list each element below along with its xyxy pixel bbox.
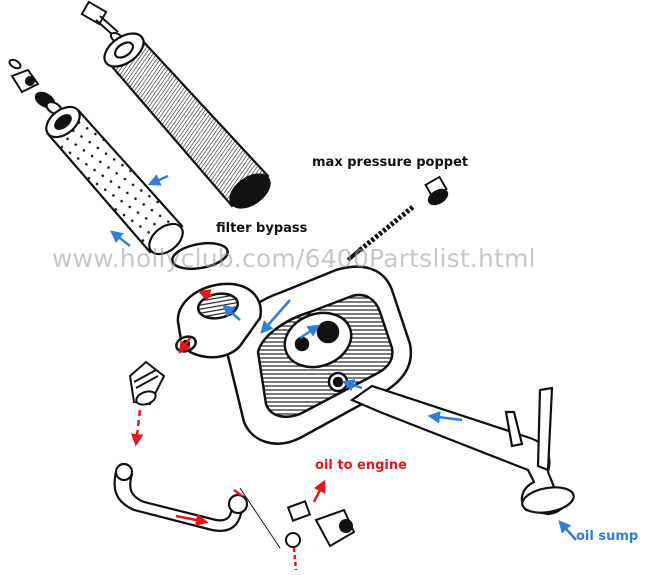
- outlet-fitting: [128, 360, 166, 406]
- red-flow-arrows: [130, 289, 326, 571]
- flow-arrow-blue: [260, 299, 291, 334]
- flow-arrow-red: [197, 289, 213, 302]
- watermark: www.hollyclub.com/6400Partslist.html: [52, 244, 536, 273]
- label-filter-bypass: filter bypass: [216, 221, 308, 236]
- flow-arrow-red: [292, 547, 298, 571]
- flow-arrow-blue: [222, 304, 241, 321]
- flow-arrow-blue: [110, 230, 131, 247]
- flow-arrow-blue: [299, 324, 321, 340]
- seal-washers: [8, 58, 63, 115]
- o-ring: [171, 241, 229, 271]
- flow-arrow-red: [175, 513, 209, 527]
- label-max-pressure-poppet: max pressure poppet: [312, 155, 469, 170]
- flow-arrow-blue: [341, 379, 363, 392]
- flow-arrow-red: [233, 489, 243, 497]
- flow-arrow-blue: [427, 411, 463, 424]
- filter-canister: [103, 32, 271, 209]
- blue-flow-arrows: [110, 174, 577, 541]
- oil-pump-housing: [175, 265, 413, 445]
- label-oil-to-engine: oil to engine: [315, 458, 407, 473]
- poppet-parts: [346, 175, 449, 262]
- pressure-sender: [285, 500, 356, 548]
- flow-arrow-blue: [147, 174, 169, 186]
- flow-arrow-blue: [558, 520, 577, 541]
- flow-arrow-red: [178, 337, 192, 355]
- flow-arrow-red: [312, 479, 326, 503]
- flow-arrow-red: [130, 409, 144, 447]
- label-oil-sump: oil sump: [576, 529, 639, 544]
- filter-element: [45, 105, 184, 256]
- oil-pipe: [113, 462, 281, 549]
- oil-pickup: [349, 384, 575, 516]
